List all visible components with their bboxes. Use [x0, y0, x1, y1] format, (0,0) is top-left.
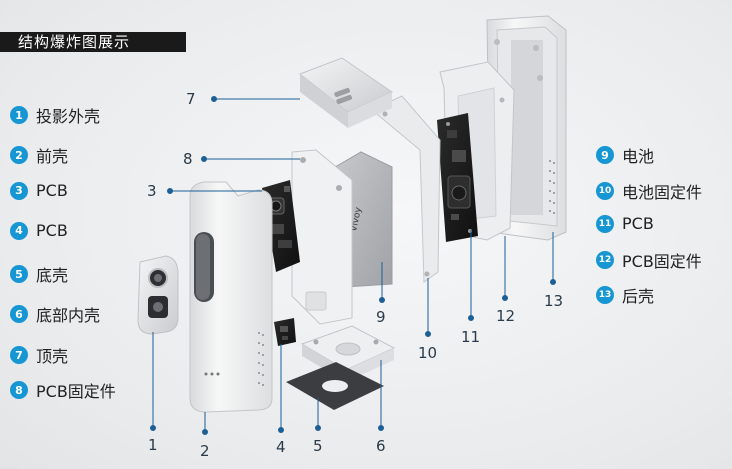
legend-label: 底壳 [36, 266, 69, 285]
legend-label: 底部内壳 [36, 306, 101, 325]
callout-3: 3 [147, 182, 157, 200]
part-pcb-small [274, 318, 296, 346]
part-projection-housing [137, 255, 179, 335]
legend-badge: 7 [10, 346, 28, 364]
callout-2: 2 [200, 442, 210, 460]
callout-9: 9 [376, 308, 386, 326]
legend-item-6: 6 底部内壳 [10, 302, 100, 326]
callout-4: 4 [276, 438, 286, 456]
legend-label: PCB固定件 [622, 252, 702, 271]
callout-13: 13 [544, 292, 563, 310]
callout-5: 5 [313, 437, 323, 455]
legend-item-4: 4 PCB [10, 221, 68, 240]
part-battery-holder [371, 95, 441, 283]
legend-item-11: 11 PCB [596, 214, 654, 233]
legend-label: PCB [36, 221, 68, 240]
legend-label: PCB [622, 214, 654, 233]
legend-item-8: 8 PCB固定件 [10, 378, 116, 402]
legend-badge: 5 [10, 265, 28, 283]
legend-badge: 2 [10, 146, 28, 164]
legend-label: 电池 [622, 147, 655, 166]
legend-badge: 9 [596, 146, 614, 164]
legend-item-2: 2 前壳 [10, 143, 68, 167]
legend-label: 电池固定件 [622, 183, 703, 202]
legend-item-5: 5 底壳 [10, 262, 68, 286]
legend-badge: 13 [596, 286, 614, 304]
title-bar: 结构爆炸图展示 [0, 32, 186, 52]
diagram-title: 结构爆炸图展示 [18, 33, 131, 51]
part-front-shell [189, 181, 273, 413]
legend-item-1: 1 投影外壳 [10, 103, 100, 127]
legend-item-12: 12 PCB固定件 [596, 248, 702, 272]
legend-badge: 3 [10, 181, 28, 200]
legend-badge: 10 [596, 182, 614, 200]
legend-label: PCB [36, 181, 68, 200]
legend-badge: 12 [596, 251, 614, 269]
callout-10: 10 [418, 344, 437, 362]
part-top-shell [298, 57, 394, 128]
callout-7: 7 [186, 90, 196, 108]
legend-badge: 8 [10, 381, 28, 399]
callout-1: 1 [148, 436, 158, 454]
legend-label: PCB固定件 [36, 382, 116, 401]
legend-label: 后壳 [622, 287, 655, 306]
callout-11: 11 [461, 328, 480, 346]
callout-12: 12 [496, 307, 515, 325]
leader-lines [150, 96, 556, 435]
legend-item-10: 10 电池固定件 [596, 179, 702, 203]
legend-label: 前壳 [36, 147, 69, 166]
legend-label: 顶壳 [36, 347, 69, 366]
callout-8: 8 [183, 150, 193, 168]
part-pcb-tall [437, 113, 478, 242]
callout-6: 6 [376, 437, 386, 455]
part-bottom-shell [286, 362, 384, 410]
legend-badge: 4 [10, 221, 28, 240]
legend-item-9: 9 电池 [596, 143, 654, 167]
legend-item-13: 13 后壳 [596, 283, 654, 307]
part-pcb-holder-plate [291, 149, 353, 325]
legend-badge: 6 [10, 305, 28, 323]
legend-item-3: 3 PCB [10, 181, 68, 200]
legend-label: 投影外壳 [36, 107, 101, 126]
legend-badge: 11 [596, 214, 614, 233]
legend-badge: 1 [10, 106, 28, 124]
legend-item-7: 7 顶壳 [10, 343, 68, 367]
